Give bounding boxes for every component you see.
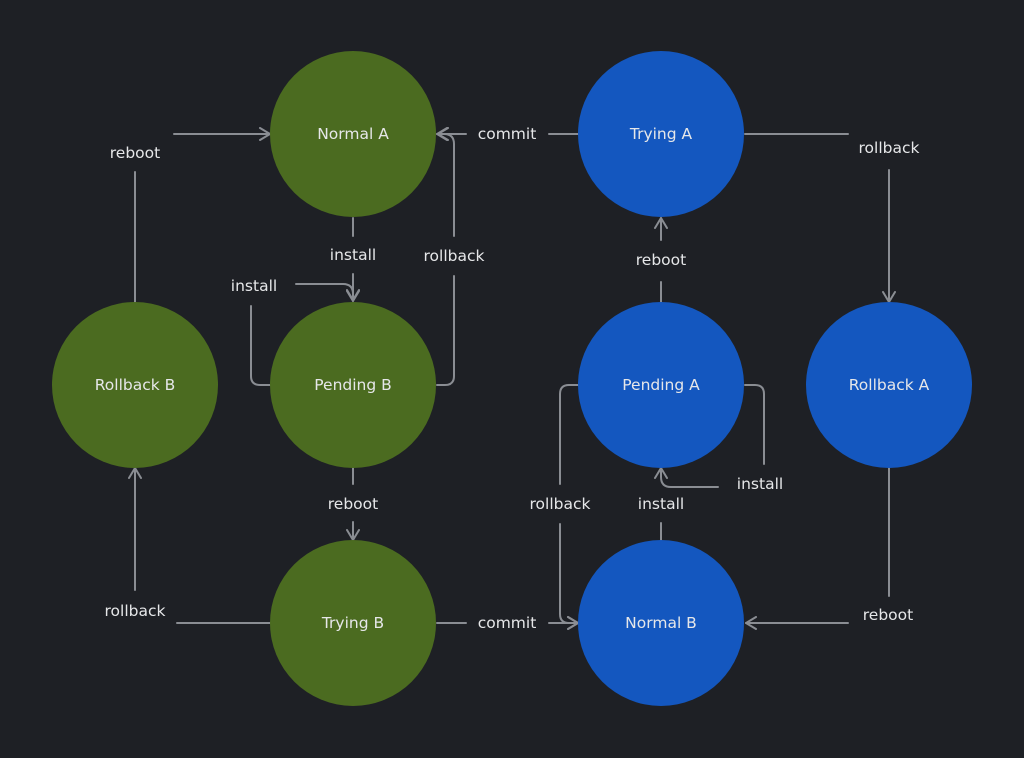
node-label-trying-a: Trying A xyxy=(629,125,693,143)
edge-label-install-normal-a: install xyxy=(330,246,376,264)
edge-rollback-pending-a-to-normal-b xyxy=(559,523,579,630)
edge-install-pending-a-self-loop-arrow xyxy=(654,467,719,488)
edge-label-commit-trying-a: commit xyxy=(478,125,537,143)
edge-rollback-pending-a-down xyxy=(559,384,580,485)
node-pending-a xyxy=(578,302,744,468)
node-trying-a xyxy=(578,51,744,217)
node-pending-b xyxy=(270,302,436,468)
edge-label-commit-trying-b: commit xyxy=(478,614,537,632)
node-label-normal-a: Normal A xyxy=(317,125,389,143)
edge-label-rollback-pending-a: rollback xyxy=(530,495,591,513)
edge-install-pending-b-self-loop-arrow xyxy=(295,283,360,302)
edge-install-pending-a-self-loop xyxy=(744,384,765,465)
edge-rollback-pending-b-to-normal-a-arrow xyxy=(437,127,455,237)
node-label-rollback-b: Rollback B xyxy=(95,376,176,394)
edge-label-reboot-pending-b: reboot xyxy=(328,495,378,513)
nodes xyxy=(52,51,972,706)
edge-rollback-pending-b-to-normal-a xyxy=(436,275,455,386)
edge-labels: reboot commit rollback install rollback … xyxy=(105,125,920,632)
edge-label-install-normal-b: install xyxy=(638,495,684,513)
node-rollback-a xyxy=(806,302,972,468)
node-rollback-b xyxy=(52,302,218,468)
edge-label-reboot-pending-a: reboot xyxy=(636,251,686,269)
edges xyxy=(128,127,896,630)
node-label-normal-b: Normal B xyxy=(625,614,697,632)
edge-label-rollback-trying-a: rollback xyxy=(859,139,920,157)
edge-label-reboot-rollback-b: reboot xyxy=(110,144,160,162)
edge-label-rollback-pending-b: rollback xyxy=(424,247,485,265)
edge-label-install-pending-a-self: install xyxy=(737,475,783,493)
node-label-pending-b: Pending B xyxy=(314,376,392,394)
node-labels: Normal A Pending B Rollback B Trying B T… xyxy=(95,125,930,632)
edge-label-reboot-rollback-a: reboot xyxy=(863,606,913,624)
edge-label-rollback-trying-b: rollback xyxy=(105,602,166,620)
node-normal-a xyxy=(270,51,436,217)
node-trying-b xyxy=(270,540,436,706)
node-normal-b xyxy=(578,540,744,706)
node-label-rollback-a: Rollback A xyxy=(849,376,930,394)
node-label-pending-a: Pending A xyxy=(622,376,700,394)
edge-label-install-pending-b-self: install xyxy=(231,277,277,295)
node-label-trying-b: Trying B xyxy=(321,614,384,632)
edge-install-pending-b-self-loop xyxy=(250,305,271,386)
